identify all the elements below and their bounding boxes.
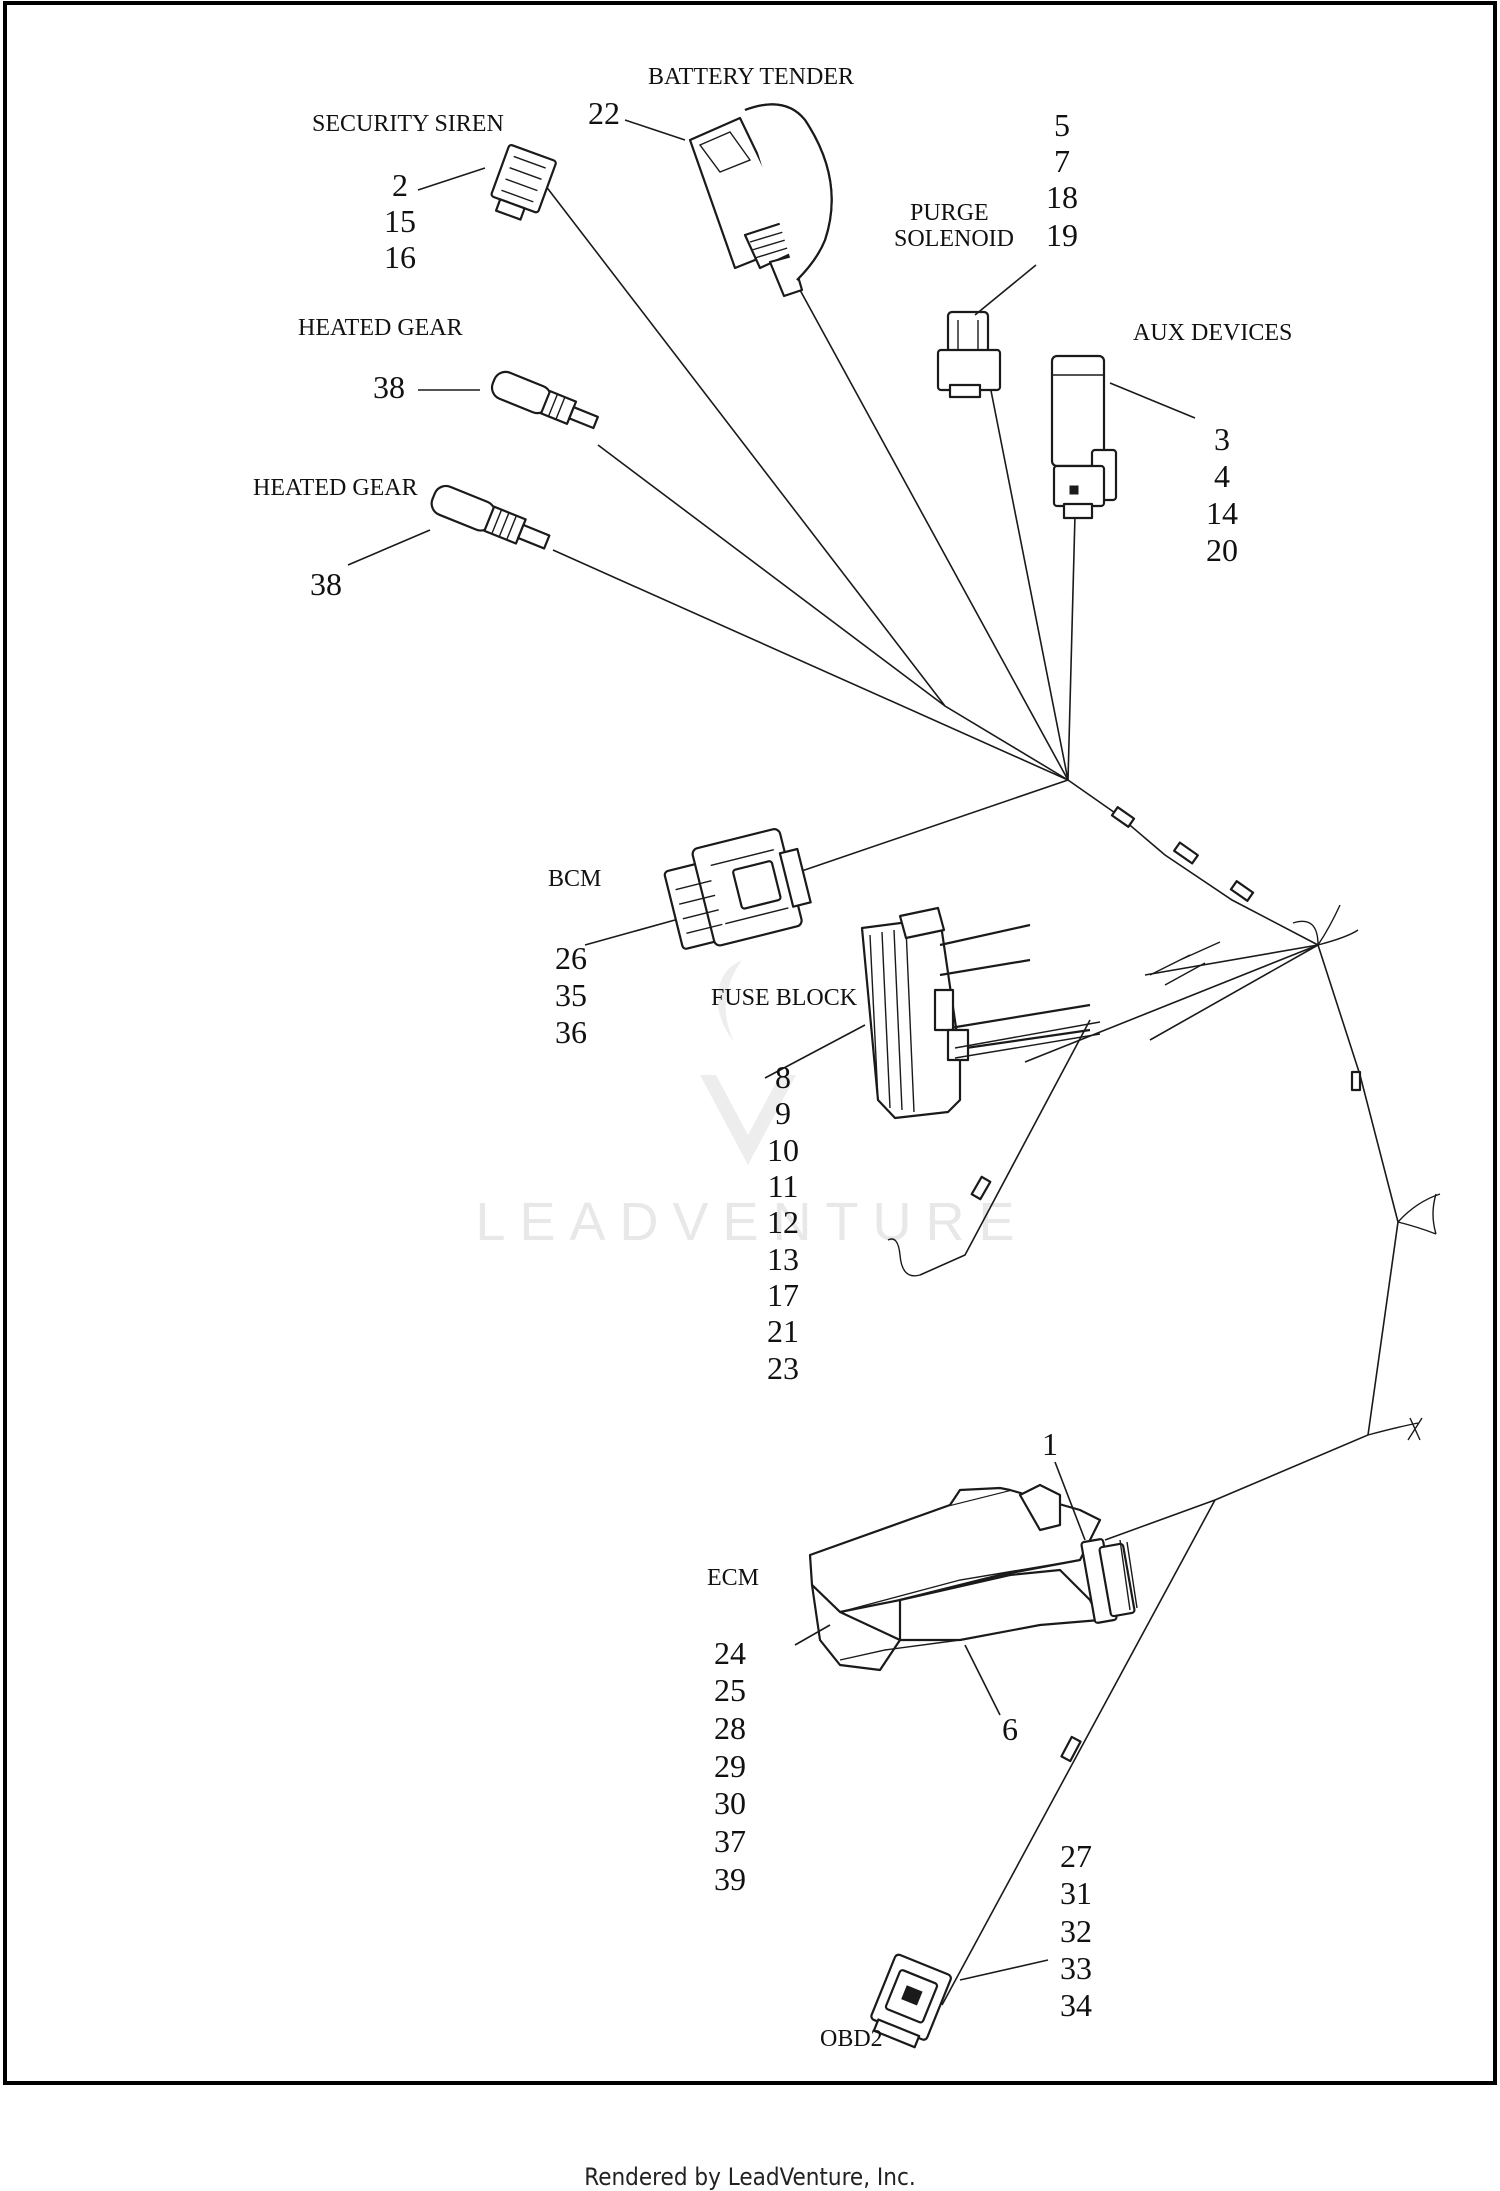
ref-14: 14 <box>1206 495 1238 531</box>
ref-30: 30 <box>714 1785 746 1821</box>
ref-27: 27 <box>1060 1838 1092 1874</box>
ref-9: 9 <box>775 1095 791 1131</box>
label-security-siren: SECURITY SIREN <box>312 111 504 137</box>
obd2-connector <box>870 1953 952 2049</box>
label-purge: PURGE <box>910 200 989 226</box>
ref-15: 15 <box>384 203 416 239</box>
leadventure-watermark: LEADVENTURE <box>475 960 1028 1252</box>
ref-6: 6 <box>1002 1711 1018 1747</box>
ref-37: 37 <box>714 1823 746 1859</box>
ref-11: 11 <box>768 1168 799 1204</box>
component-labels: SECURITY SIREN 2 15 16 BATTERY TENDER 22… <box>253 64 1292 2052</box>
ref-34: 34 <box>1060 1987 1092 2023</box>
diagram-border <box>3 1 1497 2085</box>
ref-19: 19 <box>1046 217 1078 253</box>
label-bcm: BCM <box>548 866 601 892</box>
ref-36: 36 <box>555 1014 587 1050</box>
ref-20: 20 <box>1206 532 1238 568</box>
render-footer: Rendered by LeadVenture, Inc. <box>584 2163 916 2191</box>
ecm-module <box>808 1483 1138 1672</box>
harness-wires <box>544 184 1441 2006</box>
ref-17: 17 <box>767 1277 799 1313</box>
ref-35: 35 <box>555 977 587 1013</box>
ref-7: 7 <box>1054 143 1070 179</box>
heated-gear-connector-upper <box>490 370 599 430</box>
ref-29: 29 <box>714 1748 746 1784</box>
ref-16: 16 <box>384 239 416 275</box>
ref-4: 4 <box>1214 458 1230 494</box>
ref-33: 33 <box>1060 1950 1092 1986</box>
ref-23: 23 <box>767 1350 799 1386</box>
ref-26: 26 <box>555 940 587 976</box>
leader-lines <box>347 119 1196 1981</box>
ref-1: 1 <box>1042 1426 1058 1462</box>
ref-28: 28 <box>714 1710 746 1746</box>
ref-38-upper: 38 <box>373 369 405 405</box>
ref-8: 8 <box>775 1059 791 1095</box>
ref-12: 12 <box>767 1204 799 1240</box>
bcm-connector <box>663 828 812 950</box>
ref-31: 31 <box>1060 1875 1092 1911</box>
label-fuse-block: FUSE BLOCK <box>711 985 858 1011</box>
battery-tender-connector <box>688 103 833 298</box>
heated-gear-connector-lower <box>430 484 551 550</box>
ref-25: 25 <box>714 1672 746 1708</box>
aux-devices-connector <box>1050 354 1118 520</box>
ref-5: 5 <box>1054 107 1070 143</box>
ref-38-lower: 38 <box>310 566 342 602</box>
ref-13: 13 <box>767 1241 799 1277</box>
ref-32: 32 <box>1060 1913 1092 1949</box>
label-heated-gear-upper: HEATED GEAR <box>298 315 463 341</box>
label-battery-tender: BATTERY TENDER <box>648 64 854 90</box>
ref-22: 22 <box>588 95 620 131</box>
label-obd2: OBD2 <box>820 2026 883 2052</box>
label-aux-devices: AUX DEVICES <box>1133 320 1292 346</box>
label-heated-gear-lower: HEATED GEAR <box>253 475 418 501</box>
label-solenoid: SOLENOID <box>894 226 1014 252</box>
label-ecm: ECM <box>707 1565 759 1591</box>
security-siren-connector <box>490 144 557 221</box>
fuse-block <box>860 906 1101 1120</box>
ref-39: 39 <box>714 1861 746 1897</box>
ref-24: 24 <box>714 1635 746 1671</box>
purge-solenoid-connector <box>936 310 1002 399</box>
ref-21: 21 <box>767 1313 799 1349</box>
ref-18: 18 <box>1046 179 1078 215</box>
watermark-text: LEADVENTURE <box>475 1192 1028 1252</box>
ref-2: 2 <box>392 167 408 203</box>
ref-10: 10 <box>767 1132 799 1168</box>
ref-3: 3 <box>1214 421 1230 457</box>
